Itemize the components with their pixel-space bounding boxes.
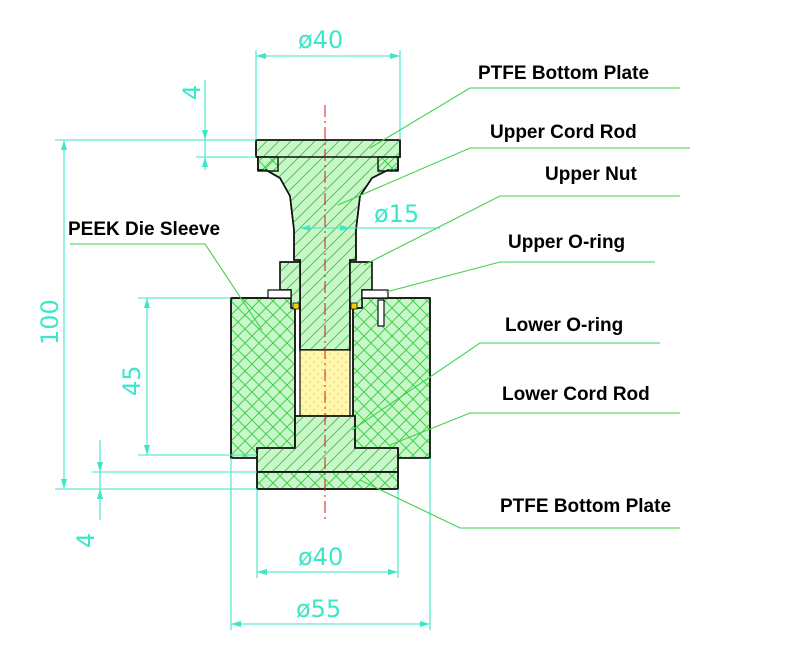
label-lower-cord-rod: Lower Cord Rod xyxy=(502,384,650,405)
label-upper-oring: Upper O-ring xyxy=(508,232,625,253)
sample-chamber xyxy=(299,349,351,417)
dim-top-plate-thickness: 4 xyxy=(178,85,206,100)
dim-sleeve-diameter: ø55 xyxy=(296,595,341,623)
label-upper-cord-rod: Upper Cord Rod xyxy=(490,122,637,143)
label-ptfe-bottom: PTFE Bottom Plate xyxy=(500,496,671,517)
upper-nut xyxy=(267,261,389,309)
leader-lines xyxy=(70,87,690,529)
dim-total-height: 100 xyxy=(36,299,64,345)
ptfe-top-plate xyxy=(257,156,399,172)
label-lower-oring: Lower O-ring xyxy=(505,315,623,336)
dim-rod-diameter: ø15 xyxy=(374,200,419,228)
ptfe-bottom-plate xyxy=(256,471,399,490)
label-ptfe-top: PTFE Bottom Plate xyxy=(478,63,649,84)
label-peek-sleeve: PEEK Die Sleeve xyxy=(68,219,220,240)
label-upper-nut: Upper Nut xyxy=(545,164,638,185)
dim-sleeve-height: 45 xyxy=(118,365,146,396)
dim-bottom-diameter: ø40 xyxy=(298,543,343,571)
dim-bottom-plate-thickness: 4 xyxy=(72,533,100,548)
dimension-lines xyxy=(55,50,440,630)
dim-top-diameter: ø40 xyxy=(298,26,343,54)
